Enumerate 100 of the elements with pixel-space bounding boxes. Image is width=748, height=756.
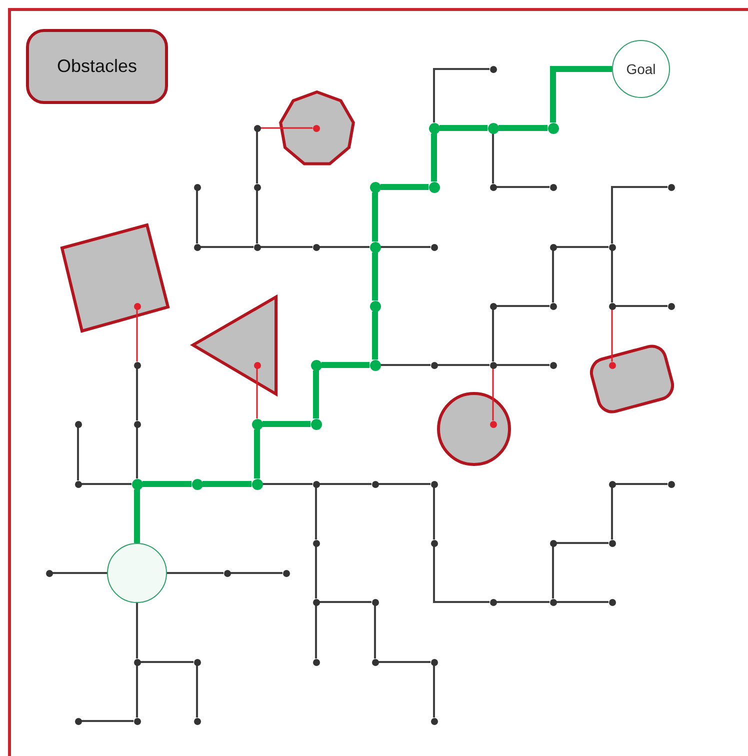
tree-node-dot	[430, 480, 438, 488]
tree-edge	[556, 542, 608, 544]
tree-edge	[136, 428, 138, 478]
tree-node-dot	[46, 570, 52, 576]
tree-edge	[616, 305, 668, 307]
tree-node-dot	[430, 658, 438, 666]
tree-node-dot	[550, 184, 556, 190]
tree-node-dot	[430, 244, 438, 250]
tree-edge	[611, 488, 613, 540]
tree-node-dot	[430, 540, 438, 546]
tree-node-dot	[312, 598, 320, 606]
tree-edge	[262, 483, 312, 485]
tree-edge	[82, 483, 132, 485]
tree-node-dot	[668, 302, 674, 310]
tree-edge	[380, 246, 430, 248]
path-edge	[372, 192, 378, 242]
tree-edge	[433, 68, 490, 122]
tree-node-dot	[194, 718, 200, 724]
tree-node-dot	[608, 598, 616, 606]
path-edge	[262, 421, 310, 427]
goal-circle: Goal	[612, 40, 670, 98]
tree-node-dot	[312, 658, 320, 666]
path-edge	[380, 184, 428, 190]
tree-node-dot	[608, 480, 616, 488]
tree-node-dot	[490, 598, 496, 606]
tree-node-dot	[490, 302, 496, 310]
tree-edge	[315, 546, 317, 598]
tree-edge	[167, 572, 224, 574]
tree-node-dot	[372, 598, 378, 606]
path-node-dot	[428, 122, 440, 134]
path-node-dot	[310, 360, 322, 370]
tree-edge	[611, 186, 668, 244]
path-node-dot	[370, 300, 380, 312]
tree-edge	[378, 483, 430, 485]
tree-edge	[438, 364, 490, 366]
tree-node-dot	[430, 718, 438, 724]
tree-node-dot	[312, 540, 320, 546]
tree-edge	[196, 190, 198, 244]
tree-edge	[552, 250, 554, 302]
path-edge	[372, 252, 378, 300]
leader-line	[260, 127, 312, 129]
tree-node-dot	[608, 244, 616, 250]
tree-edge	[496, 305, 550, 307]
tree-node-dot	[608, 540, 616, 546]
path-node-dot	[370, 242, 380, 252]
tree-edge	[140, 661, 194, 663]
tree-edge	[611, 250, 613, 302]
tree-node-dot	[490, 184, 496, 190]
leader-line	[492, 368, 494, 420]
tree-edge	[82, 720, 134, 722]
path-node-dot	[310, 418, 322, 430]
tree-edge	[320, 601, 372, 603]
tree-edge	[320, 246, 370, 248]
tree-node-dot	[668, 184, 674, 190]
tree-edge	[616, 483, 668, 485]
tree-node-dot	[668, 480, 674, 488]
tree-node-dot	[550, 244, 556, 250]
tree-edge	[136, 368, 138, 420]
tree-node-dot	[194, 658, 200, 666]
tree-edge	[52, 572, 107, 574]
path-edge	[322, 362, 370, 368]
path-node-dot	[370, 182, 380, 192]
path-edge	[202, 481, 252, 487]
tree-edge	[556, 246, 608, 248]
path-node-dot	[548, 122, 558, 134]
tree-node-dot	[224, 570, 230, 576]
tree-node-dot	[372, 658, 378, 666]
path-edge	[498, 125, 548, 131]
tree-edge	[433, 488, 435, 540]
tree-node-dot	[254, 244, 260, 250]
tree-node-dot	[254, 184, 260, 190]
tree-node-dot	[134, 420, 140, 428]
path-edge	[431, 134, 437, 182]
tree-node-dot	[550, 540, 556, 546]
tree-edge	[256, 190, 258, 244]
path-edge	[313, 370, 319, 418]
tree-edge	[374, 606, 376, 658]
path-node-dot	[252, 418, 262, 430]
tree-edge	[230, 572, 282, 574]
path-node-dot	[252, 478, 262, 490]
tree-node-dot	[74, 420, 82, 428]
tree-edge	[496, 364, 550, 366]
tree-edge	[433, 546, 490, 603]
tree-edge	[315, 606, 317, 658]
path-node-dot	[192, 478, 202, 490]
tree-node-dot	[372, 480, 378, 488]
tree-edge	[552, 546, 554, 598]
tree-edge	[196, 666, 198, 718]
tree-edge	[320, 483, 372, 485]
tree-node-dot	[430, 362, 438, 368]
tree-node-dot	[282, 570, 290, 576]
obstacle-key-box: Obstacles	[26, 29, 168, 104]
path-edge	[440, 125, 488, 131]
tree-edge	[315, 488, 317, 540]
tree-edge	[556, 601, 608, 603]
path-node-dot	[370, 360, 380, 370]
tree-edge	[496, 601, 550, 603]
path-edge	[134, 490, 140, 543]
path-node-dot	[428, 182, 440, 192]
tree-edge	[496, 186, 550, 188]
